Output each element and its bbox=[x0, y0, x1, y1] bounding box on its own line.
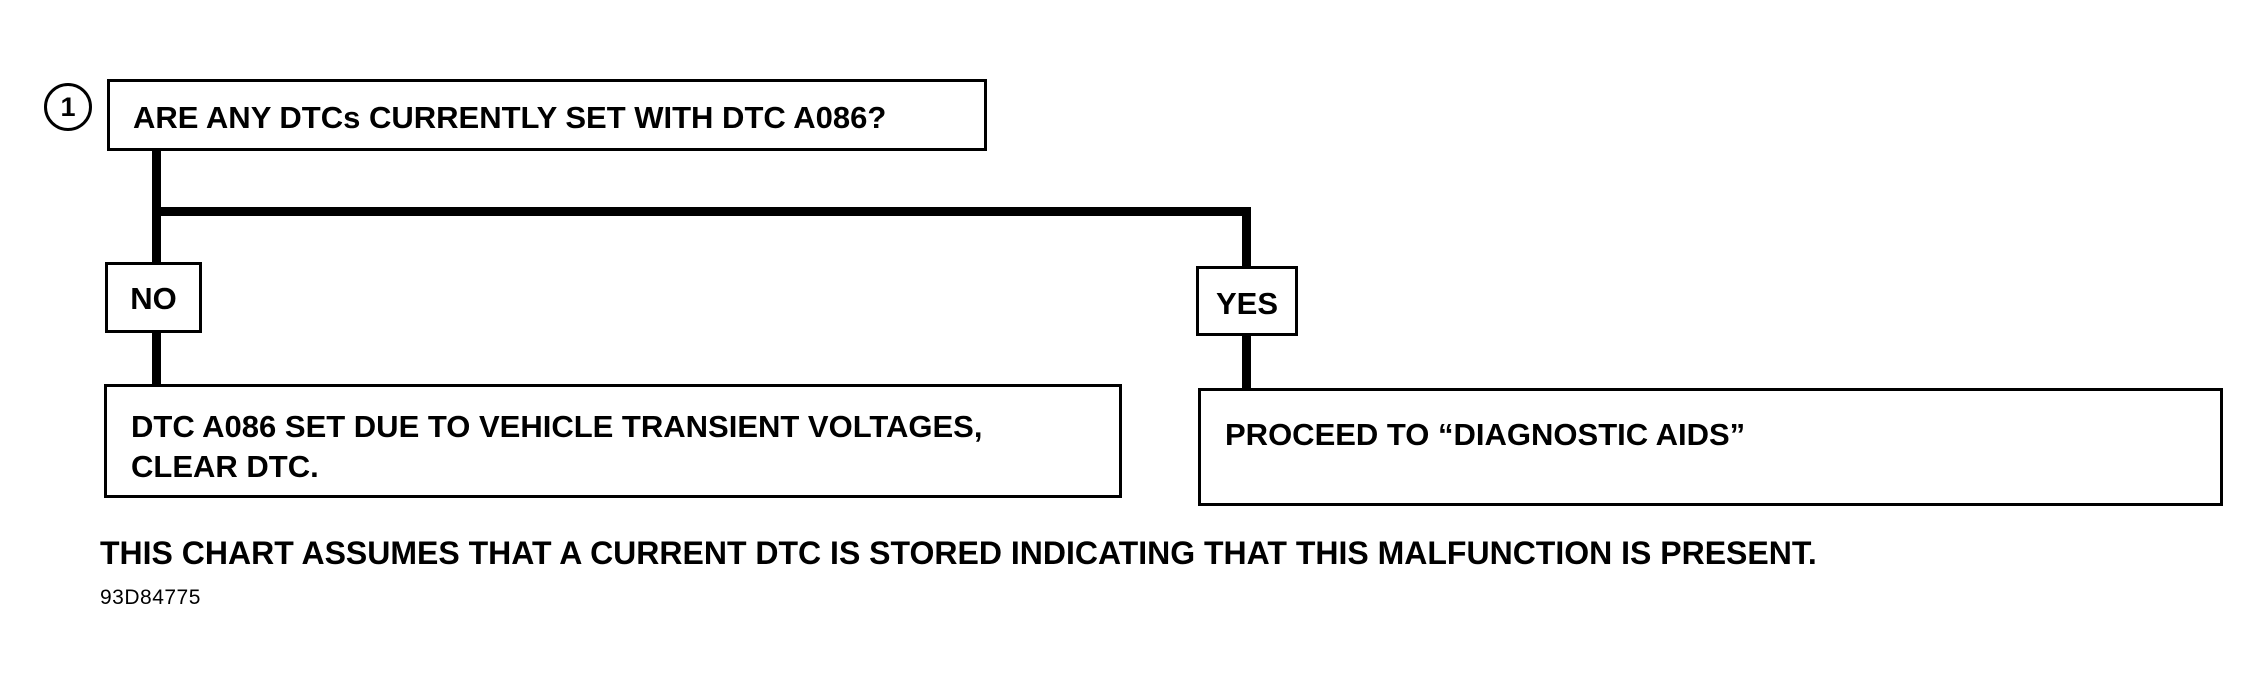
no-result-box: DTC A086 SET DUE TO VEHICLE TRANSIENT VO… bbox=[104, 384, 1122, 498]
no-branch-label: NO bbox=[130, 281, 177, 316]
yes-result-text: PROCEED TO “DIAGNOSTIC AIDS” bbox=[1225, 417, 1746, 452]
no-result-line-1: DTC A086 SET DUE TO VEHICLE TRANSIENT VO… bbox=[131, 409, 983, 444]
no-result-line-2: CLEAR DTC. bbox=[131, 449, 319, 484]
step-number-badge: 1 bbox=[44, 83, 92, 131]
question-box: ARE ANY DTCs CURRENTLY SET WITH DTC A086… bbox=[107, 79, 987, 151]
chart-footnote: THIS CHART ASSUMES THAT A CURRENT DTC IS… bbox=[100, 535, 1817, 571]
connector-yes-to-result bbox=[1242, 333, 1251, 391]
connector-no-to-result bbox=[152, 331, 161, 387]
figure-reference-id: 93D84775 bbox=[100, 586, 201, 609]
step-number: 1 bbox=[60, 91, 76, 122]
question-text: ARE ANY DTCs CURRENTLY SET WITH DTC A086… bbox=[133, 100, 887, 135]
connector-horizontal-split bbox=[152, 207, 1251, 216]
yes-branch-label-box: YES bbox=[1196, 266, 1298, 336]
connector-split-to-no bbox=[152, 207, 161, 262]
no-branch-label-box: NO bbox=[105, 262, 202, 333]
yes-branch-label: YES bbox=[1215, 286, 1279, 321]
connector-question-to-split bbox=[152, 147, 161, 215]
yes-result-box: PROCEED TO “DIAGNOSTIC AIDS” bbox=[1198, 388, 2223, 506]
connector-split-to-yes bbox=[1242, 207, 1251, 269]
